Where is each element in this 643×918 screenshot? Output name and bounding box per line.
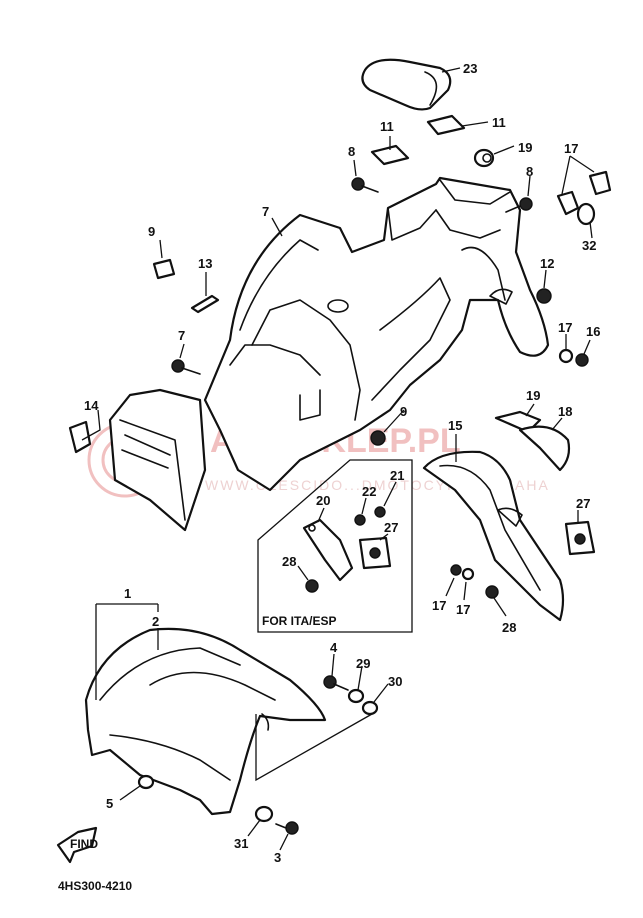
callout-18: 17 <box>432 598 446 613</box>
callout-5: 5 <box>106 796 113 811</box>
part-11-tape-lower <box>370 144 410 166</box>
callout-8-left: 8 <box>348 144 355 159</box>
callout-25: 22 <box>362 484 376 499</box>
part-23-bracket <box>302 518 354 582</box>
callout-22: 19 <box>518 140 532 155</box>
part-18-washer <box>450 564 462 576</box>
callout-21: 19 <box>526 388 540 403</box>
callout-16: 16 <box>586 324 600 339</box>
part-28-nut-right <box>485 585 499 599</box>
callout-15: 15 <box>448 418 462 433</box>
part-28-nut-box <box>305 579 319 593</box>
part-5-grommet <box>137 774 155 790</box>
callout-17-lower: 17 <box>456 602 470 617</box>
callout-17-upper: 17 <box>558 320 572 335</box>
find-arrow-icon: FIND <box>56 826 98 864</box>
part-14-bracket <box>68 388 207 532</box>
part-26-pad <box>361 58 452 111</box>
callout-7: 7 <box>178 328 185 343</box>
callout-8-right: 8 <box>526 164 533 179</box>
part-11-tape-upper <box>426 114 466 136</box>
callout-23: 20 <box>316 493 330 508</box>
part-16-bolt <box>575 353 589 367</box>
callout-11-left: 11 <box>380 119 394 134</box>
leader-lines <box>81 67 595 851</box>
part-12-nut <box>536 288 552 304</box>
part-8-bolt-right <box>505 197 533 213</box>
callout-32: 32 <box>582 238 596 253</box>
part-9-nut <box>370 430 386 446</box>
callout-numbers: 23 11 11 19 8 8 17 32 7 9 13 12 17 16 7 … <box>84 61 600 865</box>
part-24-bolt <box>374 506 386 518</box>
variant-note: FOR ITA/ESP <box>262 614 336 628</box>
callout-30: 30 <box>388 674 402 689</box>
part-17-washer-lower <box>461 567 475 581</box>
part-8-bolt-left <box>351 177 379 193</box>
callout-13: 13 <box>198 256 212 271</box>
part-20-cover <box>518 425 571 472</box>
callout-3: 3 <box>274 850 281 865</box>
part-22-grommet <box>473 148 495 168</box>
find-label: FIND <box>70 837 98 851</box>
part-19-clip <box>556 170 612 216</box>
callout-1: 1 <box>124 586 131 601</box>
callout-6: 7 <box>262 204 269 219</box>
callout-12: 12 <box>540 256 554 271</box>
callout-29: 29 <box>356 656 370 671</box>
callout-31: 31 <box>234 836 248 851</box>
callout-27-box: 27 <box>384 520 398 535</box>
callout-28-box: 28 <box>282 554 296 569</box>
callout-4: 4 <box>330 640 338 655</box>
part-25-bolt <box>354 514 366 526</box>
part-13-strip <box>190 294 220 314</box>
callout-19: 17 <box>564 141 578 156</box>
part-17-washer-upper <box>558 348 574 364</box>
variant-box: FOR ITA/ESP <box>257 459 413 633</box>
diagram-code: 4HS300-4210 <box>58 879 132 893</box>
part-27-grommet-right <box>564 520 596 556</box>
callout-27-right: 27 <box>576 496 590 511</box>
part-31-collar <box>254 805 274 823</box>
part-2-front-fender <box>84 627 327 816</box>
part-30-washer <box>361 700 379 716</box>
part-10-block <box>152 258 176 280</box>
part-3-bolt <box>275 821 299 835</box>
callout-2: 2 <box>152 614 159 629</box>
part-29-collar <box>347 688 365 704</box>
callout-20: 18 <box>558 404 572 419</box>
callout-11-right: 11 <box>492 115 506 130</box>
callout-24: 21 <box>390 468 404 483</box>
callout-9: 9 <box>400 404 407 419</box>
callout-26: 23 <box>463 61 477 76</box>
callout-10: 9 <box>148 224 155 239</box>
part-27-grommet-box <box>358 536 392 570</box>
part-4-bolt <box>323 675 349 691</box>
part-7-bolt <box>171 359 201 375</box>
part-32-ring <box>576 202 596 226</box>
part-6-rear-fender <box>203 176 550 492</box>
callout-28-right: 28 <box>502 620 516 635</box>
callout-14: 14 <box>84 398 99 413</box>
